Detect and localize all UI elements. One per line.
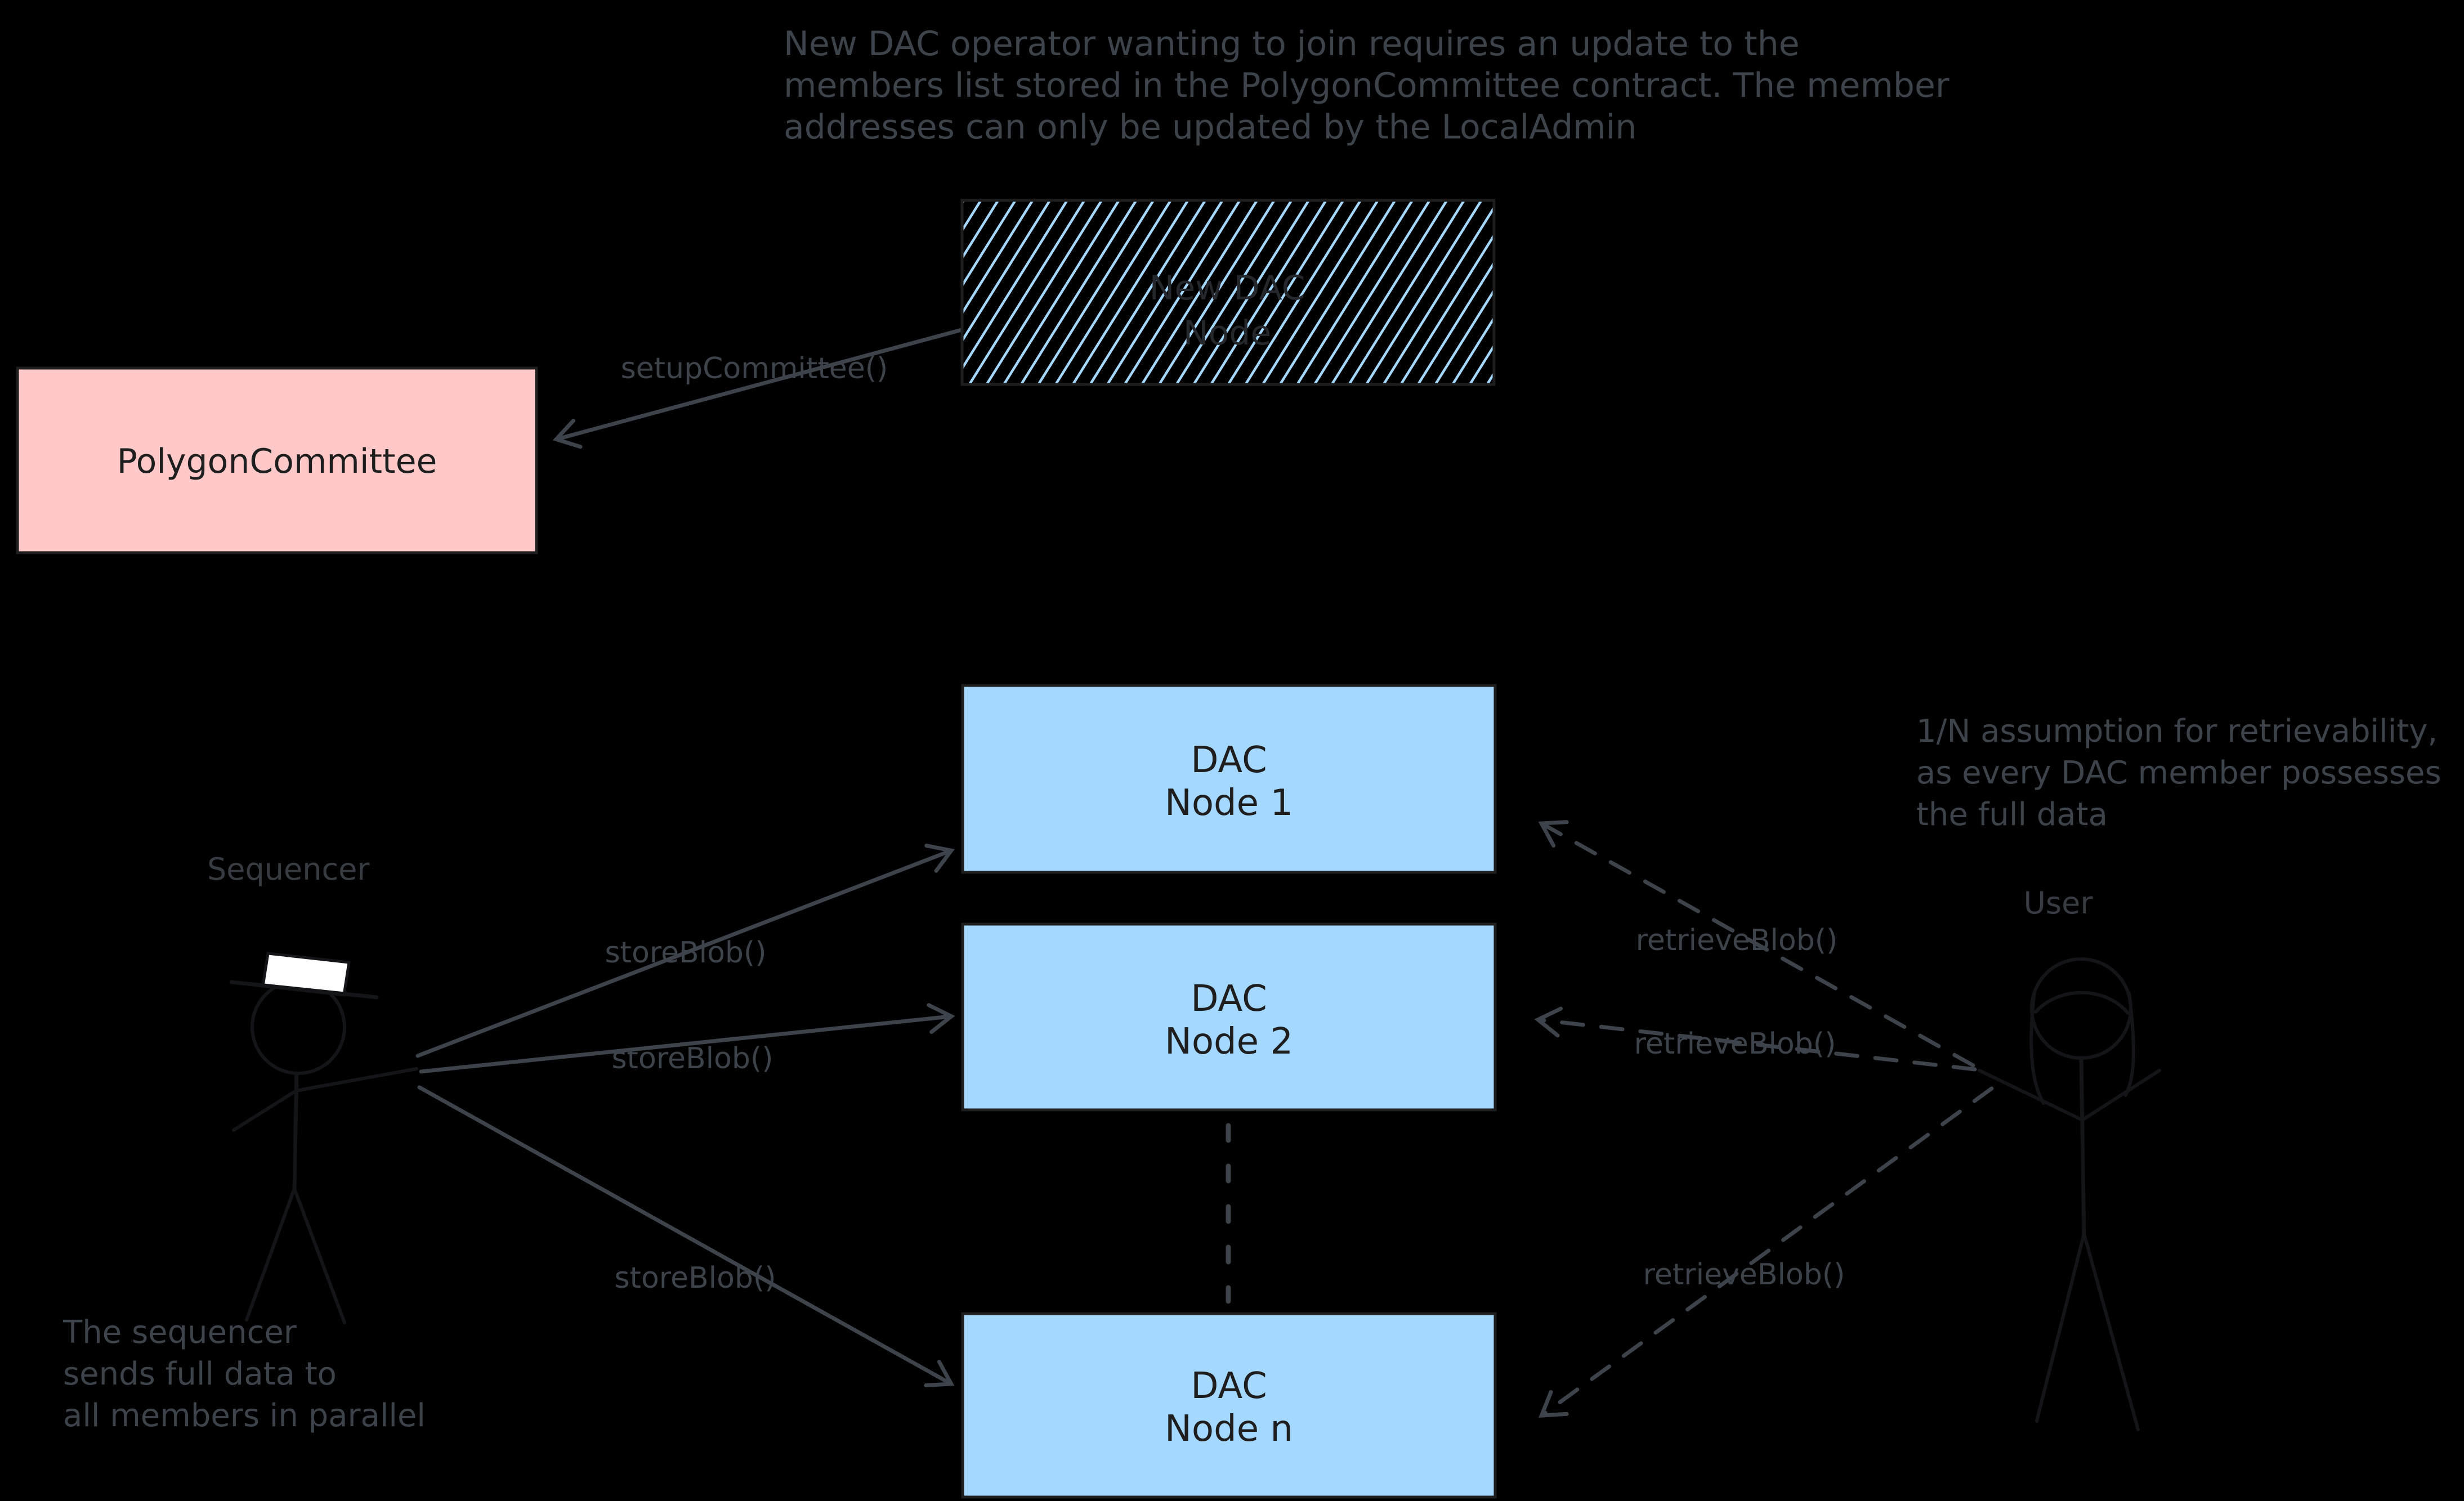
polygon-committee-box: PolygonCommittee (16, 366, 538, 554)
sequencer-parallel-note-line: all members in parallel (63, 1397, 426, 1434)
sequencer-figure-icon (229, 952, 418, 1324)
sequencer-arm-left (232, 1089, 298, 1132)
sequencer-parallel-note-line: sends full data to (63, 1356, 337, 1392)
dac-node-n-label-line: DAC (1191, 1365, 1267, 1407)
retrieve-blob-label-2: retrieveBlob() (1634, 1027, 1836, 1061)
user-actor: User (1978, 885, 2161, 1431)
setup-committee-label: setupCommittee() (621, 352, 888, 386)
edges (415, 327, 1994, 1418)
dac-node-1-label-line: DAC (1191, 740, 1267, 781)
sequencer-leg-right (293, 1187, 346, 1324)
retrieve-blob-arrow-3 (1539, 1086, 1994, 1418)
new-dac-node-label-line: New DAC (1150, 268, 1305, 308)
user-leg-right (2082, 1232, 2140, 1431)
retrieve-blob-arrow-2 (1534, 1006, 1977, 1072)
polygon-committee-rect (16, 366, 538, 554)
retrieve-blob-arrow-1 (1538, 820, 1975, 1068)
store-blob-label-3: storeBlob() (614, 1261, 776, 1295)
store-blob-label-1: storeBlob() (605, 936, 766, 970)
dac-node-1-rect (961, 684, 1497, 874)
polygon-committee-label: PolygonCommittee (117, 442, 437, 481)
retrieve-blob-label-3: retrieveBlob() (1643, 1258, 1845, 1292)
sequencer-label: Sequencer (207, 852, 370, 887)
dac-node-n-box: DAC Node n (961, 1312, 1497, 1499)
sequencer-arm-right (294, 1067, 418, 1092)
retrieve-blob-label-1: retrieveBlob() (1636, 924, 1838, 957)
retrievability-note: 1/N assumption for retrievability, as ev… (1916, 713, 2441, 833)
user-leg-left (2035, 1232, 2086, 1423)
retrievability-note-line: as every DAC member possesses (1916, 755, 2441, 791)
store-blob-label-2: storeBlob() (611, 1042, 773, 1076)
dac-node-1-box: DAC Node 1 (961, 684, 1497, 874)
top-note-line: members list stored in the PolygonCommit… (784, 66, 1949, 105)
new-dac-node-rect (960, 199, 1496, 386)
dac-node-2-rect (961, 922, 1497, 1112)
sequencer-actor: Sequencer (207, 852, 418, 1324)
setup-committee-arrow (552, 327, 966, 449)
top-note-line: New DAC operator wanting to join require… (784, 24, 1800, 64)
sequencer-parallel-note-line: The sequencer (62, 1314, 297, 1351)
user-hair-fringe (2034, 991, 2130, 1015)
dac-node-1-label-line: Node 1 (1165, 782, 1293, 824)
user-body (2079, 1056, 2086, 1236)
store-blob-arrow-3 (417, 1085, 955, 1387)
sequencer-parallel-note: The sequencer sends full data to all mem… (62, 1314, 426, 1434)
user-label: User (2023, 885, 2093, 921)
top-note-line: addresses can only be updated by the Loc… (784, 107, 1636, 147)
sequencer-leg-left (245, 1187, 296, 1321)
store-blob-arrow-2 (419, 1003, 955, 1074)
retrievability-note-line: the full data (1916, 796, 2108, 833)
new-dac-node-label-line: Node (1183, 313, 1272, 353)
sequencer-hat-brim (229, 980, 379, 1000)
store-blob-arrow-1 (415, 844, 955, 1058)
user-arm-right (2081, 1069, 2161, 1122)
retrievability-note-line: 1/N assumption for retrievability, (1916, 713, 2438, 750)
user-arm-left (1978, 1069, 2084, 1122)
dac-node-2-label-line: DAC (1191, 978, 1267, 1020)
dac-node-2-box: DAC Node 2 (961, 922, 1497, 1112)
user-figure-icon (1978, 957, 2161, 1431)
top-note: New DAC operator wanting to join require… (784, 24, 1949, 147)
dac-node-n-label-line: Node n (1165, 1408, 1293, 1450)
dac-node-2-label-line: Node 2 (1165, 1021, 1293, 1063)
user-hair-left (2029, 990, 2045, 1105)
dac-node-n-rect (961, 1312, 1497, 1499)
new-dac-node-box: New DAC Node (960, 199, 1496, 386)
